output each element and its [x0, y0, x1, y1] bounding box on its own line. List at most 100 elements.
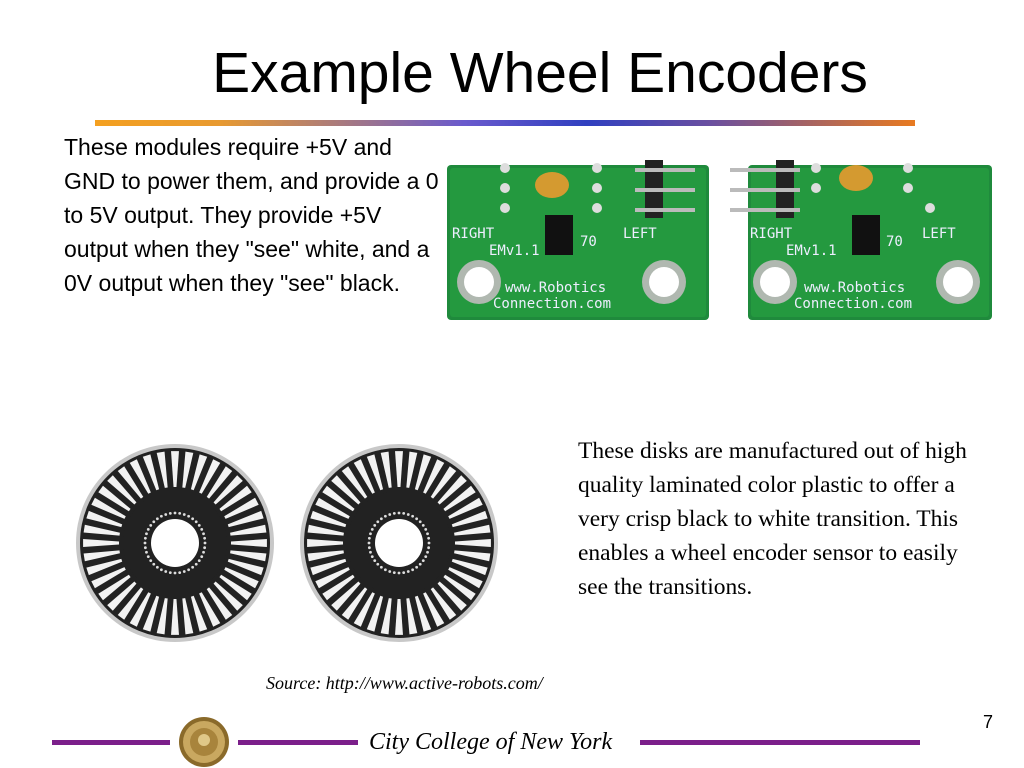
disk-dot	[426, 550, 429, 554]
disk-dot	[173, 511, 177, 515]
disk-dot	[427, 546, 431, 550]
disk-slot	[156, 451, 168, 488]
disk-slot	[310, 510, 347, 528]
disk-slot	[224, 567, 259, 589]
disk-slot	[171, 451, 179, 488]
disk-slot	[380, 451, 392, 488]
disk-slot	[199, 592, 221, 627]
board-url-line1: www.Robotics	[804, 280, 905, 296]
disk-dot	[146, 555, 150, 559]
board-url-line1: www.Robotics	[505, 280, 606, 296]
disk-slot	[230, 524, 267, 536]
disk-slot	[91, 497, 126, 519]
disks-description: These disks are manufactured out of high…	[578, 438, 967, 600]
encoder-disk-image	[76, 444, 274, 642]
disk-slot	[227, 510, 264, 528]
disk-dot	[424, 527, 428, 531]
disk-dot	[397, 571, 401, 575]
disk-slot	[107, 581, 137, 611]
disk-dot	[203, 546, 207, 550]
disk-slot	[322, 485, 355, 512]
disk-slot	[83, 539, 120, 547]
disk-slot	[156, 598, 168, 635]
disk-dot	[415, 517, 419, 521]
disk-slot	[331, 581, 361, 611]
disk-dot	[367, 541, 371, 545]
disk-slot	[430, 587, 457, 620]
disk-slot	[206, 587, 233, 620]
disk-dot	[182, 513, 186, 516]
disk-slot	[230, 550, 267, 562]
disk-slot	[190, 595, 208, 632]
disk-dot	[383, 568, 387, 572]
disk-dot	[421, 523, 425, 527]
disk-slot	[307, 524, 344, 536]
disk-dot	[178, 571, 182, 575]
disk-dot	[191, 517, 195, 521]
disk-slot	[199, 459, 221, 494]
disk-dot	[145, 532, 148, 536]
disk-slot	[430, 466, 457, 499]
disk-dot	[411, 568, 415, 572]
disk-dot	[145, 550, 148, 554]
disk-dot	[388, 570, 392, 573]
disk-dot	[376, 562, 380, 566]
disk-slot	[443, 574, 476, 601]
footer-rule	[640, 740, 920, 745]
disk-dot	[379, 565, 383, 569]
disk-dot	[392, 571, 396, 575]
disk-slot	[454, 524, 491, 536]
disk-slot	[437, 475, 467, 505]
disk-dot	[415, 565, 419, 569]
disk-dot	[370, 555, 374, 559]
disk-dot	[373, 559, 377, 563]
encoder-disk-image	[300, 444, 498, 642]
board-num-label: 70	[580, 234, 597, 250]
disk-dot	[200, 555, 204, 559]
disk-dot	[427, 536, 431, 540]
disk-slot	[307, 539, 344, 547]
disk-slot	[107, 475, 137, 505]
disk-dot	[152, 562, 156, 566]
disk-slot	[230, 539, 267, 547]
disk-slot	[353, 459, 375, 494]
disk-slot	[315, 567, 350, 589]
disk-dot	[202, 550, 205, 554]
disk-slot	[448, 567, 483, 589]
page-number: 7	[983, 712, 994, 732]
disk-slot	[423, 459, 445, 494]
disk-dot	[406, 513, 410, 516]
disk-dot	[203, 536, 207, 540]
disk-slot	[213, 475, 243, 505]
disk-slot	[171, 598, 179, 635]
disk-slot	[341, 466, 368, 499]
disk-slot	[117, 587, 144, 620]
disk-dot	[402, 511, 406, 515]
disk-slot	[182, 451, 194, 488]
disk-slot	[380, 598, 392, 635]
footer-rule	[238, 740, 358, 745]
board-left-label: LEFT	[922, 226, 956, 242]
disk-dot	[383, 514, 387, 518]
disk-dot	[168, 511, 172, 515]
college-seal-icon	[179, 717, 229, 767]
disk-slot	[406, 598, 418, 635]
disk-slot	[91, 567, 126, 589]
disk-slot	[366, 454, 384, 491]
disk-slot	[129, 459, 151, 494]
disk-slot	[83, 550, 120, 562]
disk-slot	[98, 574, 131, 601]
disk-dot	[146, 527, 150, 531]
disk-slot	[227, 558, 264, 576]
encoder-board-image: RIGHT EMv1.1 70 LEFT www.Robotics Connec…	[447, 160, 709, 320]
disk-dot	[149, 559, 153, 563]
disk-dot	[392, 511, 396, 515]
disk-slot	[117, 466, 144, 499]
disk-dot	[155, 517, 159, 521]
disk-dot	[152, 520, 156, 524]
disk-dot	[202, 532, 205, 536]
board-url-line2: Connection.com	[794, 296, 912, 312]
disk-slot	[437, 581, 467, 611]
disk-dot	[197, 523, 201, 527]
disk-slot	[315, 497, 350, 519]
